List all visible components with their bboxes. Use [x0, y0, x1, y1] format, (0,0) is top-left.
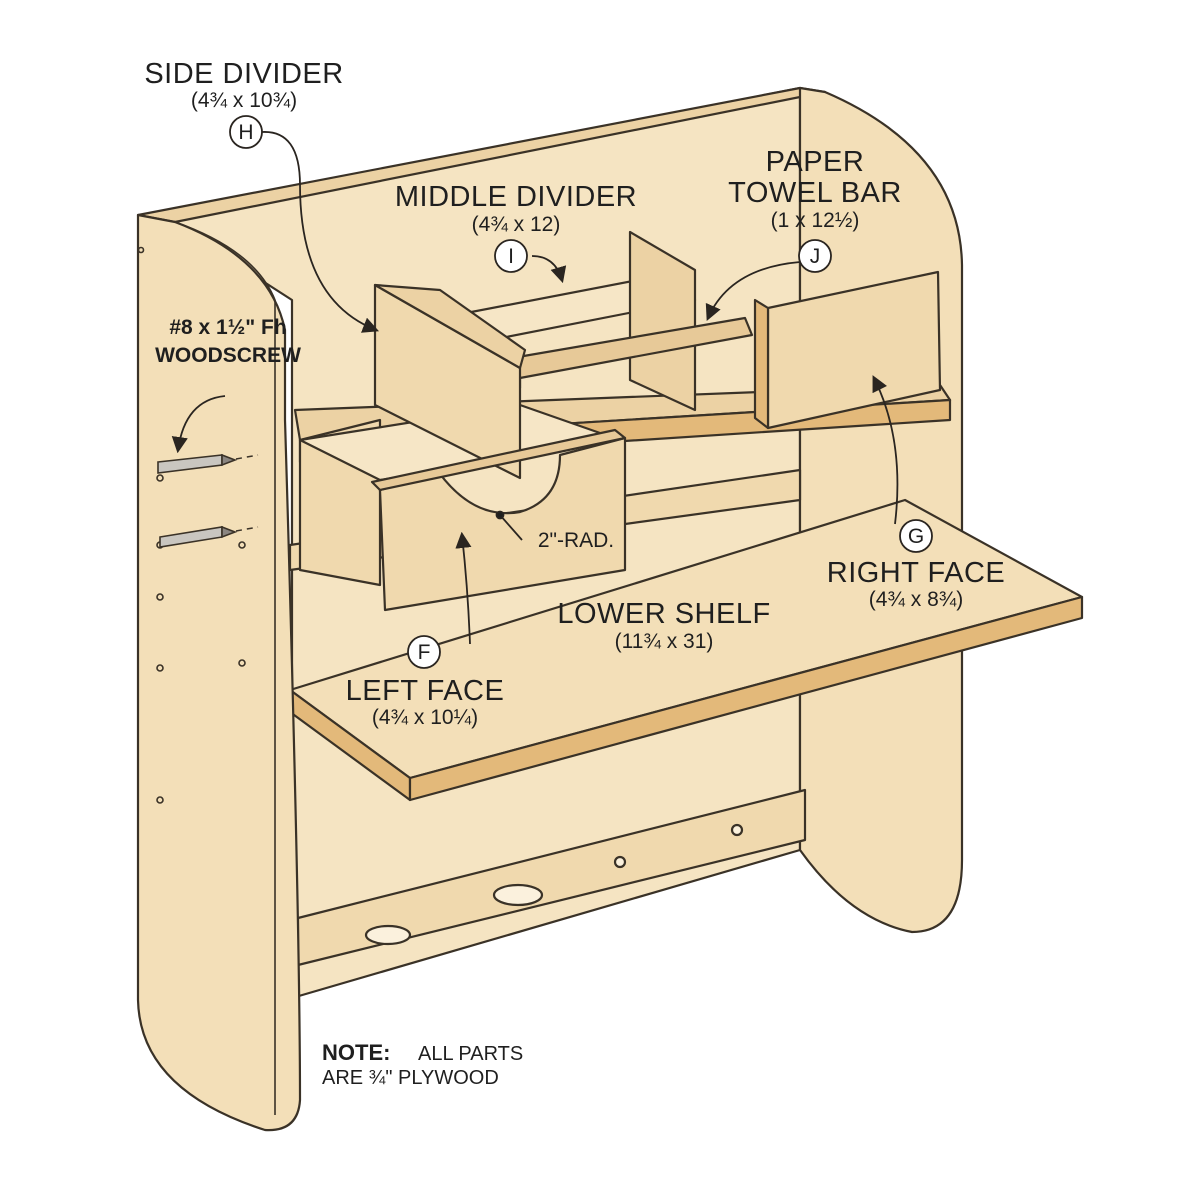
- left-face-title: LEFT FACE: [346, 675, 505, 707]
- bottom-rail-slot: [364, 924, 412, 946]
- part-key-i: [494, 239, 528, 273]
- left-face-dim: (4¾ x 10¼): [372, 706, 478, 729]
- left-face-board: [378, 436, 627, 612]
- woodscrew-label-2: WOODSCREW: [155, 344, 301, 367]
- part-key-j: [798, 239, 832, 273]
- note-line-2: ARE ¾" PLYWOOD: [322, 1067, 499, 1089]
- note-bold: NOTE:: [322, 1040, 390, 1065]
- part-key-h: [229, 115, 263, 149]
- paper-towel-bar-dim: (1 x 12½): [771, 209, 860, 232]
- middle-divider-title: MIDDLE DIVIDER: [395, 181, 637, 213]
- woodscrew-icon: [157, 453, 238, 548]
- part-key-f: [407, 635, 441, 669]
- bottom-rail-slot: [492, 883, 544, 907]
- lower-shelf-title: LOWER SHELF: [557, 598, 770, 630]
- part-key-g: [899, 519, 933, 553]
- note-line-1: ALL PARTS: [418, 1043, 523, 1065]
- middle-divider-dim: (4¾ x 12): [472, 213, 561, 236]
- radius-label: 2"-RAD.: [538, 529, 614, 552]
- paper-towel-bar-title-2: TOWEL BAR: [728, 177, 902, 209]
- side-divider-key: H: [238, 121, 253, 144]
- left-face-key: F: [418, 641, 431, 664]
- right-face-key: G: [908, 525, 924, 548]
- right-face-title: RIGHT FACE: [827, 557, 1006, 589]
- side-divider-dim: (4¾ x 10¾): [191, 89, 297, 112]
- paper-towel-bar-title-1: PAPER: [766, 146, 865, 178]
- side-divider-title: SIDE DIVIDER: [144, 58, 343, 90]
- paper-towel-bar-key: J: [810, 245, 821, 268]
- lower-shelf-dim: (11¾ x 31): [615, 630, 714, 653]
- middle-divider-key: I: [508, 245, 514, 268]
- woodscrew-label-1: #8 x 1½" Fh: [169, 316, 286, 339]
- right-face-dim: (4¾ x 8¾): [869, 588, 964, 611]
